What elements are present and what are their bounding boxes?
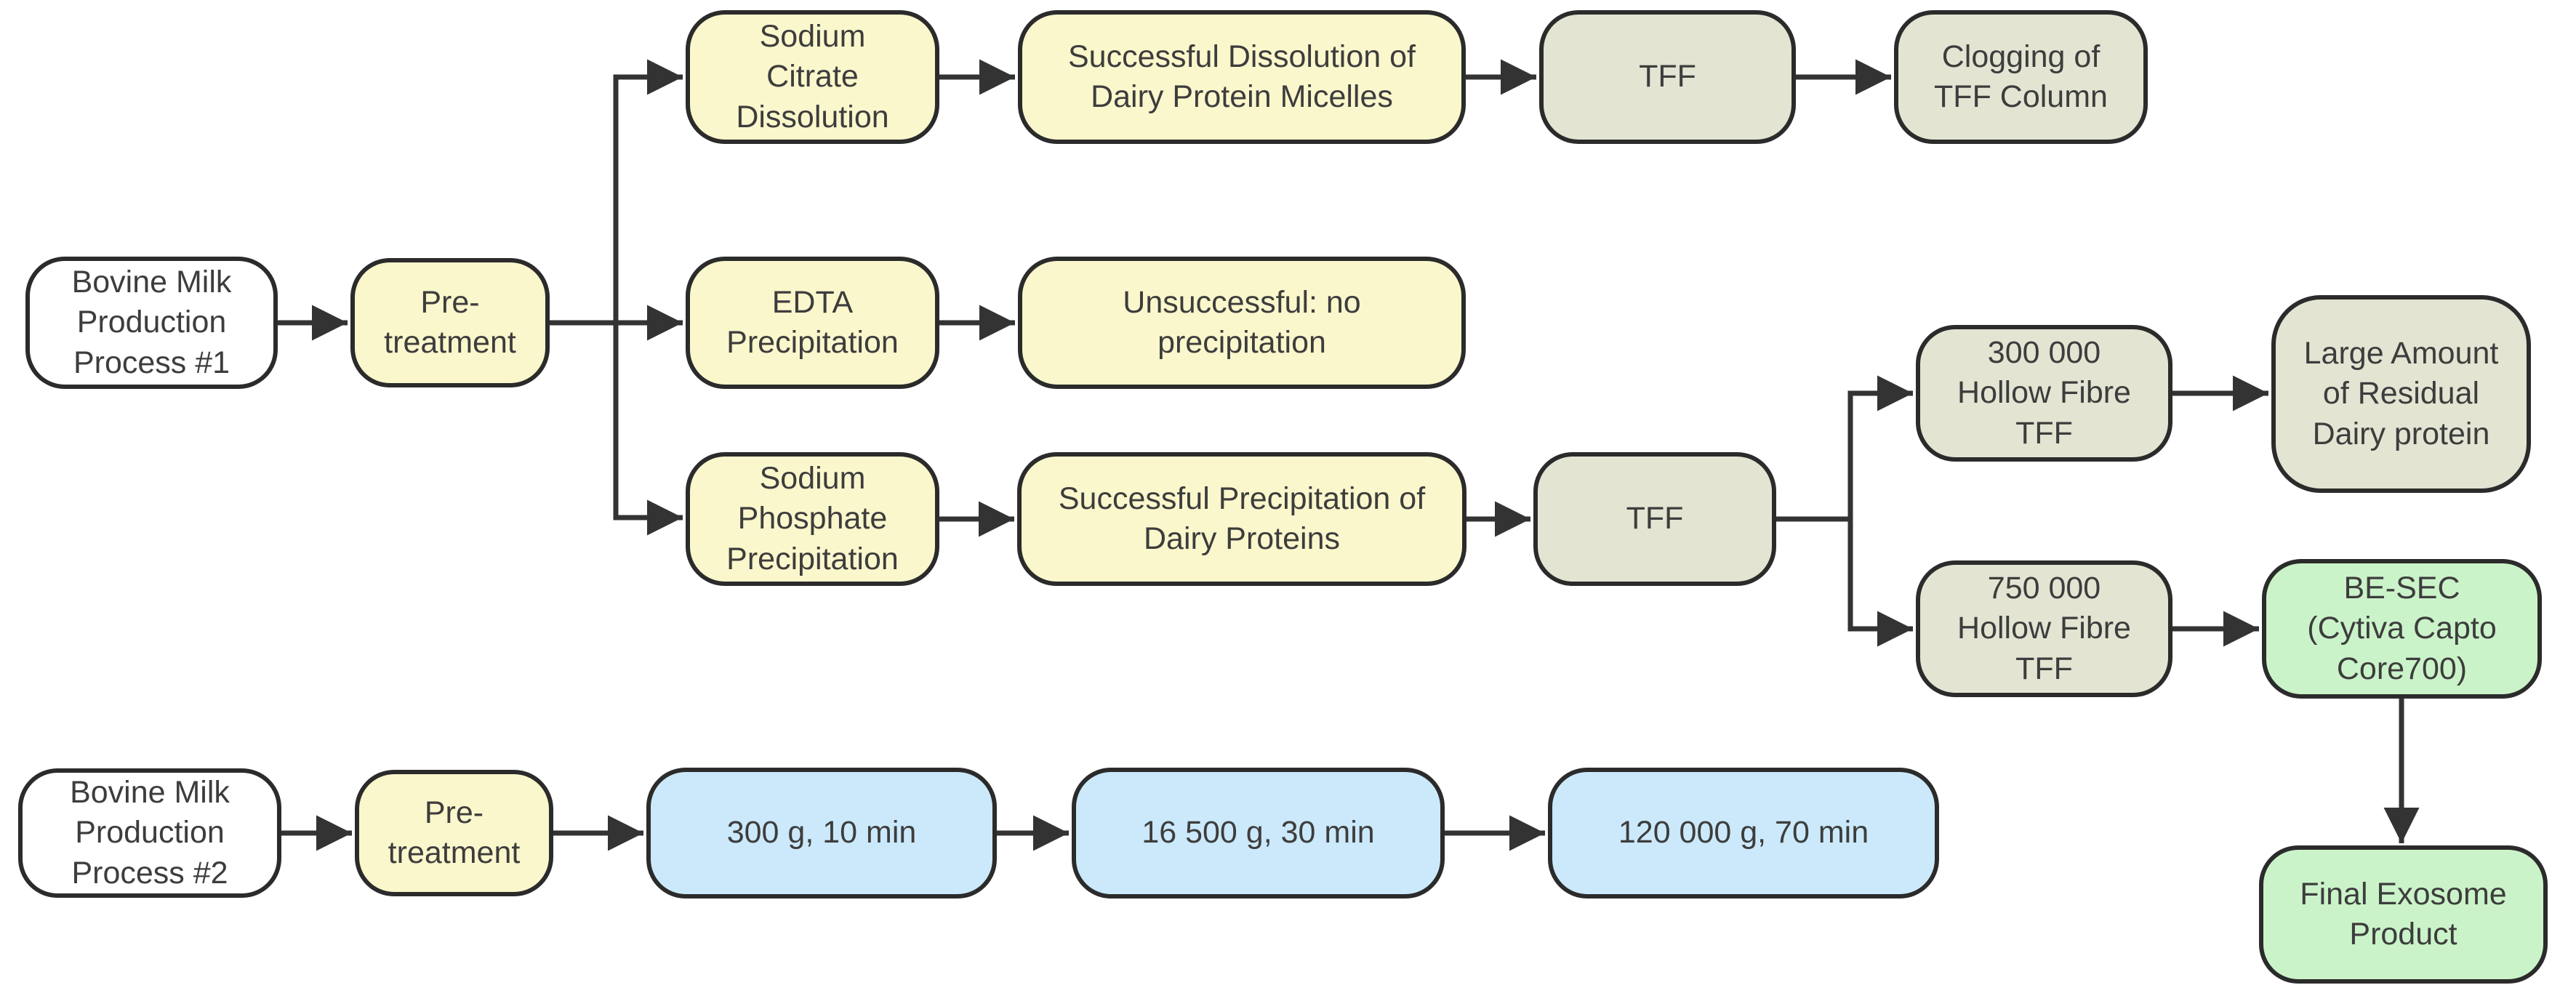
node-750000-hollow-fibre-tff: 750 000 Hollow Fibre TFF: [1916, 560, 2172, 697]
node-edta-precipitation: EDTA Precipitation: [686, 257, 939, 389]
node-bovine-milk-production-process-1: Bovine Milk Production Process #1: [25, 257, 278, 389]
node-tff-1: TFF: [1539, 10, 1796, 144]
node-centrifugation-300g-10min: 300 g, 10 min: [646, 768, 997, 899]
node-clogging-of-tff-column: Clogging of TFF Column: [1894, 10, 2148, 144]
node-successful-precipitation: Successful Precipitation of Dairy Protei…: [1017, 452, 1466, 586]
node-centrifugation-16500g-30min: 16 500 g, 30 min: [1072, 768, 1445, 899]
node-be-sec-cytiva-capto-core700: BE-SEC (Cytiva Capto Core700): [2262, 559, 2542, 699]
node-sodium-citrate-dissolution: Sodium Citrate Dissolution: [686, 10, 939, 144]
node-large-amount-residual-dairy-protein: Large Amount of Residual Dairy protein: [2271, 295, 2531, 493]
node-pre-treatment-1: Pre- treatment: [350, 258, 550, 387]
node-successful-dissolution: Successful Dissolution of Dairy Protein …: [1018, 10, 1466, 144]
node-300000-hollow-fibre-tff: 300 000 Hollow Fibre TFF: [1916, 325, 2172, 462]
node-sodium-phosphate-precipitation: Sodium Phosphate Precipitation: [686, 452, 939, 586]
node-centrifugation-120000g-70min: 120 000 g, 70 min: [1548, 768, 1939, 899]
node-pre-treatment-2: Pre- treatment: [355, 770, 553, 896]
node-unsuccessful-no-precipitation: Unsuccessful: no precipitation: [1018, 257, 1466, 389]
node-bovine-milk-production-process-2: Bovine Milk Production Process #2: [18, 768, 281, 898]
node-tff-2: TFF: [1533, 452, 1776, 586]
node-final-exosome-product: Final Exosome Product: [2259, 845, 2548, 984]
